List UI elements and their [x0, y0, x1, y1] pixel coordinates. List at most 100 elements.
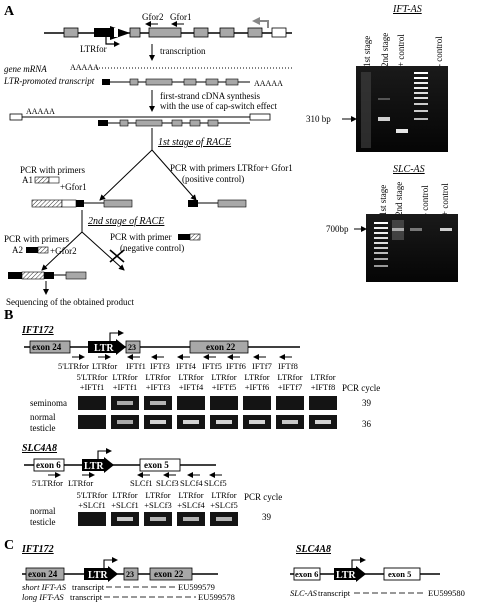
slc-col-0a: 5'LTRfor: [77, 490, 108, 500]
slc-pcr-cycle: PCR cycle: [244, 492, 282, 502]
stage2-product: [8, 271, 87, 280]
normal-gel-0: [78, 415, 106, 429]
slc-normal-2: testicle: [30, 517, 56, 527]
seminoma-gel-2: [144, 396, 172, 410]
ift-col-1a: LTRfor: [112, 372, 137, 382]
normal-gel-5: [243, 415, 271, 429]
pcr-a1-3: +Gfor1: [60, 182, 87, 192]
split-right-2: [81, 231, 125, 271]
ift-col-6b: +IFTf7: [278, 382, 303, 392]
normal-gel-4: [210, 415, 238, 429]
ift-primer-6: IFTf6: [226, 361, 246, 371]
slc-col-2b: +SLCf3: [144, 500, 171, 510]
ift-pcr-cycle: PCR cycle: [342, 383, 380, 393]
panel-a-label: A: [4, 4, 15, 19]
slc-col-1b: +SLCf1: [111, 500, 138, 510]
gel-band: [183, 517, 199, 521]
gel-band: [216, 420, 232, 424]
pcr-neg-2: (negative control): [120, 243, 184, 253]
seminoma-gel-1: [111, 396, 139, 410]
gel-band: [282, 420, 298, 424]
gel-band: [183, 420, 199, 424]
seminoma-label: seminoma: [30, 398, 67, 408]
slc-primer-3: SLCf3: [156, 478, 179, 488]
gel-band: [315, 420, 331, 424]
c-slc-ltr: LTR: [336, 570, 356, 581]
seminoma-gel-5: [243, 396, 271, 410]
gel2-lane-4: + control: [440, 183, 450, 216]
pcr-neg-1: PCR with primer: [110, 232, 172, 242]
ift-col-4b: +IFTf5: [212, 382, 237, 392]
c-ift-ltr: LTR: [88, 570, 108, 581]
split-left-2: [41, 231, 83, 271]
slc-exon5: exon 5: [144, 460, 169, 470]
slc-schematic: [24, 448, 216, 473]
c-ift-title: IFT172: [21, 544, 54, 555]
gel2-lane-labels: 1st stage 2nd stage - control + control: [378, 182, 450, 216]
slc-primer-labels: 5'LTRfor LTRfor SLCf1 SLCf3 SLCf4 SLCf5: [32, 478, 227, 488]
c-ift-exon24: exon 24: [28, 569, 58, 579]
gel1-marker: 310 bp: [306, 114, 331, 124]
ift-col-7a: LTRfor: [310, 372, 335, 382]
pcr-a2-3: +Gfor2: [50, 246, 77, 256]
slc-normal-1: normal: [30, 506, 56, 516]
ift-gel-grid: [78, 396, 337, 429]
cdna-tail: AAAAA: [26, 107, 55, 116]
pcr-a1-1: PCR with primers: [20, 165, 86, 175]
gel2-bands: [374, 220, 452, 267]
ift-primer-5: IFTf5: [202, 361, 222, 371]
c-short-acc: EU599579: [178, 582, 215, 592]
ift-col-4a: LTRfor: [211, 372, 236, 382]
gel1-lane-2: 2nd stage: [380, 33, 390, 67]
slc-normal-gel-4: [210, 512, 238, 526]
c-long-suffix: transcript: [70, 592, 103, 602]
gel2-lane-2: 2nd stage: [394, 182, 404, 216]
slc-primer-4: SLCf4: [180, 478, 203, 488]
slc-col-4a: LTRfor: [211, 490, 236, 500]
ift-col-0a: 5'LTRfor: [77, 372, 108, 382]
ift-col-5b: +IFTf6: [245, 382, 270, 392]
ift-col-6a: LTRfor: [277, 372, 302, 382]
primer-a1-tail: [48, 176, 60, 184]
c-ift-23: 23: [126, 570, 134, 579]
gel-band: [150, 420, 166, 424]
ift-col-5a: LTRfor: [244, 372, 269, 382]
c-ift-exon22: exon 22: [154, 569, 184, 579]
ift-col-3a: LTRfor: [178, 372, 203, 382]
pcr-a2-2: A2: [12, 245, 23, 255]
slc-normal-gel-3: [177, 512, 205, 526]
gel-band: [117, 517, 133, 521]
positive-control-product: [188, 199, 247, 208]
slc-gel-grid: [78, 512, 238, 526]
c-slc-label: SLC-AS: [290, 588, 318, 598]
ift-primer-labels: 5'LTRfor LTRfor IFTf1 IFTf3 IFTf4 IFTf5 …: [58, 361, 298, 371]
normal-gel-7: [309, 415, 337, 429]
gel-band: [117, 420, 133, 424]
slc-ltr: LTR: [84, 461, 104, 472]
pcr-a2-1: PCR with primers: [4, 234, 70, 244]
pcr-a1-2: A1: [22, 175, 33, 185]
slc-col-0b: +SLCf1: [78, 500, 105, 510]
ift-col-1b: +IFTf1: [113, 382, 138, 392]
gel2-marker: 700bp: [326, 224, 349, 234]
slc-normal-gel-0: [78, 512, 106, 526]
slc-primer-5: SLCf5: [204, 478, 227, 488]
ift-col-headers: 5'LTRfor +IFTf1 LTRfor +IFTf1 LTRfor +IF…: [77, 372, 336, 392]
slc-exon6: exon 6: [36, 460, 61, 470]
pcr-pos-1: PCR with primers LTRfor+ Gfor1: [170, 163, 293, 173]
pcr-pos-2: (positive control): [182, 174, 244, 184]
ift-schematic: [24, 330, 300, 355]
gel1-lane-4: - control: [434, 36, 444, 67]
primer-a1: [34, 176, 50, 184]
gel2-title: SLC-AS: [393, 164, 425, 175]
ift-exon24: exon 24: [32, 342, 62, 352]
normal-gel-6: [276, 415, 304, 429]
c-short-label: short IFT-AS: [22, 582, 67, 592]
normal-gel-3: [177, 415, 205, 429]
gel1-title: IFT-AS: [392, 4, 422, 15]
negative-cross: [109, 249, 125, 263]
c-long-label: long IFT-AS: [22, 592, 64, 602]
c-slc-schematic: [290, 557, 440, 582]
first-strand-2: with the use of cap-switch effect: [160, 101, 278, 111]
slc-normal-gel-1: [111, 512, 139, 526]
